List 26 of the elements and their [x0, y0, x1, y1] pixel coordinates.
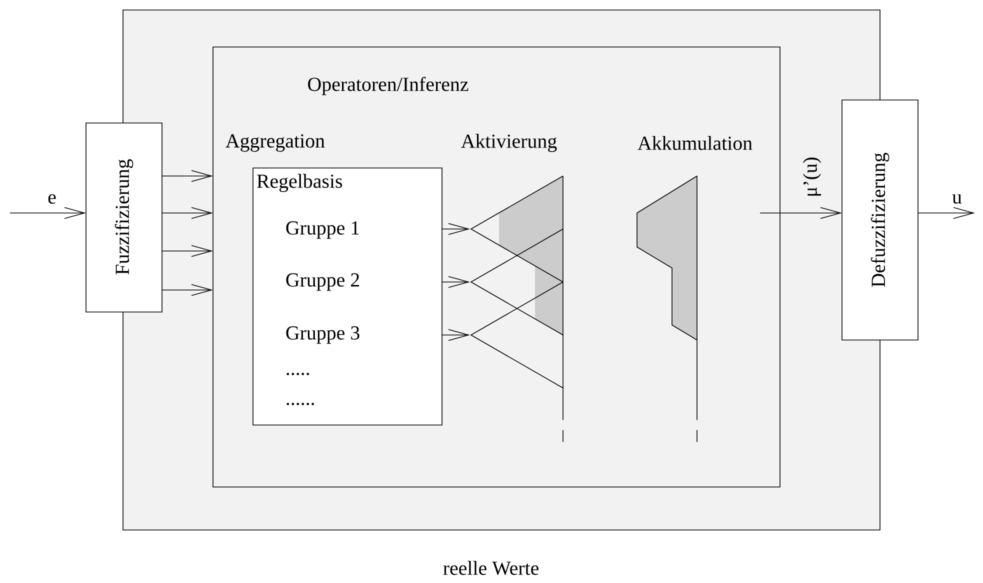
arrow: [162, 170, 213, 182]
group-label: Gruppe 1: [286, 221, 359, 239]
box-heading: Operatoren/Inferenz: [308, 76, 468, 96]
box-heading: Regelbasis: [256, 174, 342, 192]
arrow: [162, 207, 213, 219]
group-label: Gruppe 3: [286, 326, 360, 344]
edge-label: μ’(u): [802, 156, 822, 198]
arrow: [162, 245, 213, 257]
section-heading: Aggregation: [226, 134, 325, 152]
box-label: reelle Werte: [443, 560, 538, 576]
section-heading: Akkumulation: [638, 136, 752, 150]
arrow: [918, 207, 975, 219]
arrow: [760, 207, 842, 219]
section-heading: Aktivierung: [461, 134, 557, 152]
arrow: [10, 207, 86, 219]
arrow: [162, 284, 213, 296]
box-label: Defuzzifizierung: [870, 152, 890, 287]
ellipsis: .....: [286, 372, 309, 376]
edge-label: u: [951, 193, 963, 205]
arrow: [442, 276, 470, 288]
group-label: Gruppe 2: [286, 273, 359, 291]
edge-label: e: [46, 193, 58, 205]
ellipsis: ......: [286, 402, 314, 406]
box-label: Fuzzifizierung: [114, 159, 134, 274]
arrow: [442, 329, 470, 341]
arrow: [442, 223, 470, 235]
